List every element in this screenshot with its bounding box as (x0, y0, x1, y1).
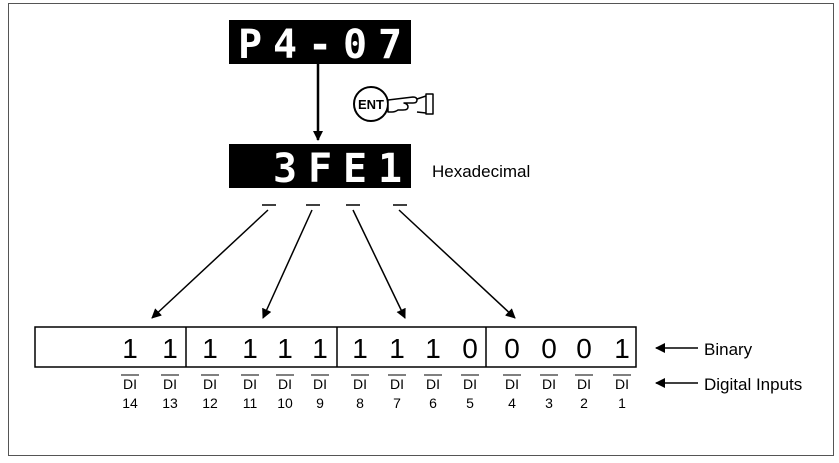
value-char: F (308, 146, 332, 192)
parameter-char: 0 (343, 22, 367, 68)
digital-input-label: DI 11 (241, 374, 259, 411)
di-number: 2 (580, 395, 588, 411)
di-number: 7 (393, 395, 401, 411)
nibble-arrow (398, 209, 516, 319)
nibble-arrow (352, 209, 406, 319)
binary-bit: 1 (202, 333, 218, 364)
binary-label: Binary (704, 340, 753, 359)
digital-input-label: DI 4 (503, 374, 521, 411)
ent-key-button[interactable]: ENT (353, 86, 389, 122)
value-char: 1 (378, 146, 402, 192)
parameter-display-text: P 4 - 0 7 (238, 22, 402, 68)
parameter-char: 4 (273, 22, 297, 68)
di-number: 5 (466, 395, 474, 411)
binary-bit: 0 (576, 333, 592, 364)
digital-input-label: DI 6 (424, 374, 442, 411)
di-prefix: DI (542, 376, 556, 392)
di-prefix: DI (615, 376, 629, 392)
binary-bit: 0 (504, 333, 520, 364)
parameter-display (229, 20, 411, 64)
di-number: 3 (545, 395, 553, 411)
binary-bit: 1 (614, 333, 630, 364)
nibble-arrow (262, 209, 313, 319)
binary-bit: 1 (425, 333, 441, 364)
binary-bit: 0 (541, 333, 557, 364)
digital-input-label: DI 12 (201, 374, 219, 411)
di-prefix: DI (426, 376, 440, 392)
digital-input-label: DI 14 (121, 374, 139, 411)
di-prefix: DI (313, 376, 327, 392)
value-char: E (343, 146, 367, 192)
binary-bit: 1 (312, 333, 328, 364)
digital-input-label: DI 1 (613, 374, 631, 411)
digital-input-label: DI 3 (540, 374, 558, 411)
di-number: 4 (508, 395, 516, 411)
parameter-char: 7 (378, 22, 402, 68)
di-number: 1 (618, 395, 626, 411)
di-prefix: DI (577, 376, 591, 392)
di-prefix: DI (278, 376, 292, 392)
binary-bit: 1 (277, 333, 293, 364)
binary-bit: 1 (389, 333, 405, 364)
digital-input-label: DI 9 (311, 374, 329, 411)
di-prefix: DI (243, 376, 257, 392)
di-prefix: DI (163, 376, 177, 392)
di-number: 9 (316, 395, 324, 411)
value-display (229, 144, 411, 188)
di-number: 14 (122, 395, 138, 411)
binary-bit: 0 (462, 333, 478, 364)
value-display-text: 3 F E 1 (273, 146, 402, 192)
hexadecimal-label: Hexadecimal (432, 162, 530, 181)
di-number: 10 (277, 395, 293, 411)
di-number: 11 (243, 395, 258, 411)
di-number: 8 (356, 395, 364, 411)
ent-key-label: ENT (358, 97, 384, 112)
parameter-char: - (308, 22, 332, 68)
di-number: 13 (162, 395, 178, 411)
binary-bit: 1 (242, 333, 258, 364)
hex-to-binary-arrows (151, 209, 516, 319)
digital-input-label: DI 2 (575, 374, 593, 411)
digital-input-label: DI 5 (461, 374, 479, 411)
binary-bit: 1 (162, 333, 178, 364)
di-prefix: DI (463, 376, 477, 392)
parameter-char: P (238, 22, 262, 68)
binary-register (34, 326, 637, 368)
digital-input-labels: DI14DI13DI12DI11DI10DI9DI8DI7DI6DI5DI4DI… (121, 374, 631, 411)
di-number: 12 (202, 395, 218, 411)
binary-bit: 1 (122, 333, 138, 364)
digital-input-label: DI 7 (388, 374, 406, 411)
diagram-frame (8, 3, 834, 456)
digital-input-label: DI 8 (351, 374, 369, 411)
value-char: 3 (273, 146, 297, 192)
di-prefix: DI (390, 376, 404, 392)
pointing-hand-icon (387, 93, 434, 115)
di-prefix: DI (505, 376, 519, 392)
digital-input-label: DI 13 (161, 374, 179, 411)
binary-bit: 1 (352, 333, 368, 364)
di-prefix: DI (203, 376, 217, 392)
digital-inputs-label: Digital Inputs (704, 375, 802, 394)
di-prefix: DI (353, 376, 367, 392)
nibble-arrow (151, 209, 269, 319)
digital-input-label: DI 10 (276, 374, 294, 411)
di-number: 6 (429, 395, 437, 411)
di-prefix: DI (123, 376, 137, 392)
